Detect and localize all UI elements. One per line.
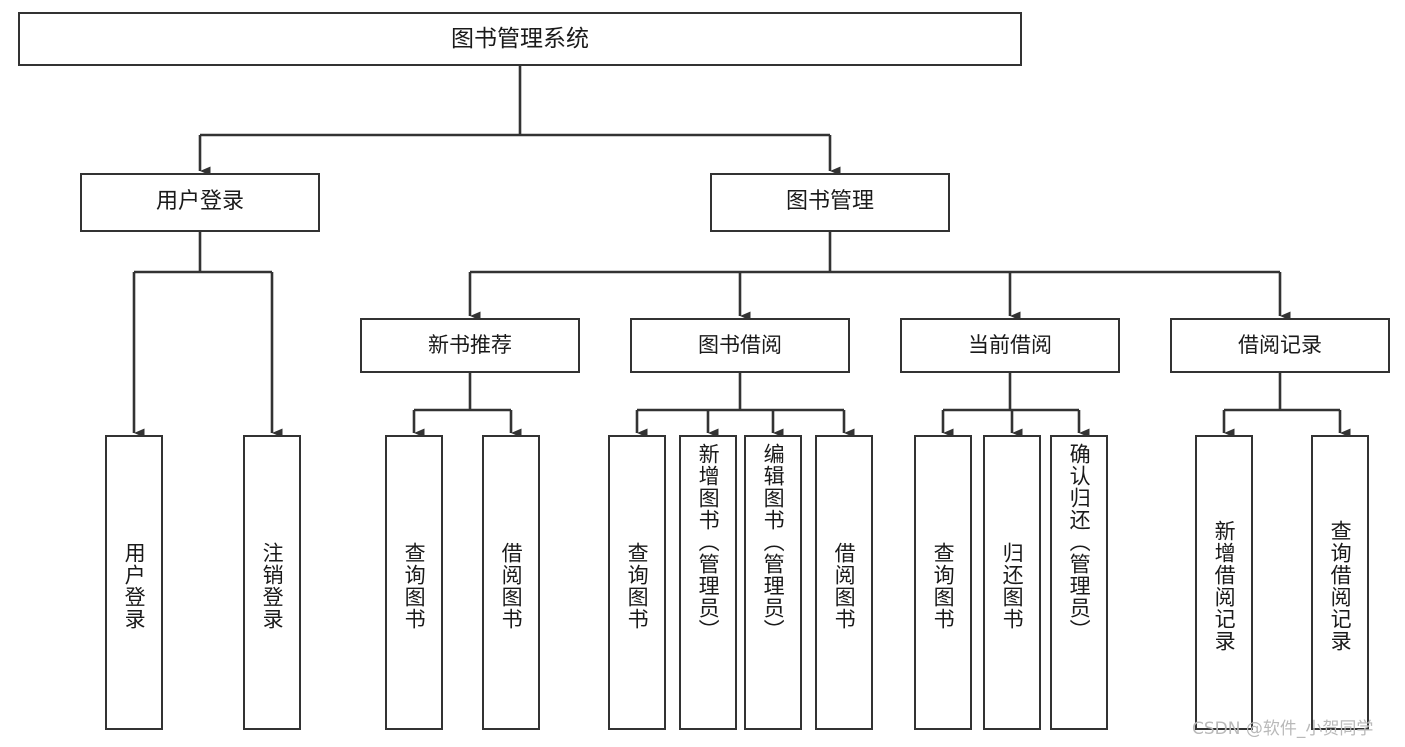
node-label: 查询图书 (625, 541, 650, 630)
node-label: 借阅记录 (1238, 332, 1322, 357)
node-label: 用户登录 (122, 541, 147, 630)
node-label: 注销登录 (260, 541, 285, 630)
node-label: 查询图书 (931, 541, 956, 630)
leaf-edit-book-admin[interactable]: 编辑图书（管理员） (744, 435, 802, 730)
leaf-query-book-current[interactable]: 查询图书 (914, 435, 972, 730)
node-label: 图书管理系统 (451, 25, 589, 52)
node-label: 新增借阅记录 (1212, 519, 1237, 652)
node-label: 当前借阅 (968, 332, 1052, 357)
node-label: 新书推荐 (428, 332, 512, 357)
leaf-add-borrow-record[interactable]: 新增借阅记录 (1195, 435, 1253, 730)
leaf-borrow-book-recommend[interactable]: 借阅图书 (482, 435, 540, 730)
node-label: 用户登录 (155, 189, 244, 215)
node-label: 借阅图书 (499, 541, 524, 630)
watermark-text: CSDN @软件_小贺同学 (1192, 719, 1374, 739)
leaf-user-logout[interactable]: 注销登录 (243, 435, 301, 730)
node-label: 借阅图书 (832, 541, 857, 630)
leaf-user-login[interactable]: 用户登录 (105, 435, 163, 730)
leaf-query-book-borrow[interactable]: 查询图书 (608, 435, 666, 730)
node-label: 编辑图书（管理员） (761, 443, 786, 641)
leaf-add-book-admin[interactable]: 新增图书（管理员） (679, 435, 737, 730)
node-borrow-record[interactable]: 借阅记录 (1170, 318, 1390, 373)
leaf-query-borrow-record[interactable]: 查询借阅记录 (1311, 435, 1369, 730)
node-label: 查询借阅记录 (1328, 519, 1353, 652)
node-book-borrow[interactable]: 图书借阅 (630, 318, 850, 373)
node-user-login[interactable]: 用户登录 (80, 173, 320, 232)
node-book-management[interactable]: 图书管理 (710, 173, 950, 232)
node-label: 图书管理 (785, 189, 874, 215)
leaf-return-book[interactable]: 归还图书 (983, 435, 1041, 730)
node-label: 确认归还（管理员） (1067, 443, 1092, 641)
node-label: 新增图书（管理员） (696, 443, 721, 641)
node-current-borrow[interactable]: 当前借阅 (900, 318, 1120, 373)
leaf-query-book-recommend[interactable]: 查询图书 (385, 435, 443, 730)
leaf-borrow-book[interactable]: 借阅图书 (815, 435, 873, 730)
leaf-confirm-return-admin[interactable]: 确认归还（管理员） (1050, 435, 1108, 730)
node-label: 归还图书 (1000, 541, 1025, 630)
node-label: 查询图书 (402, 541, 427, 630)
node-label: 图书借阅 (698, 332, 782, 357)
node-new-book-recommend[interactable]: 新书推荐 (360, 318, 580, 373)
node-root-book-management-system[interactable]: 图书管理系统 (18, 12, 1022, 66)
